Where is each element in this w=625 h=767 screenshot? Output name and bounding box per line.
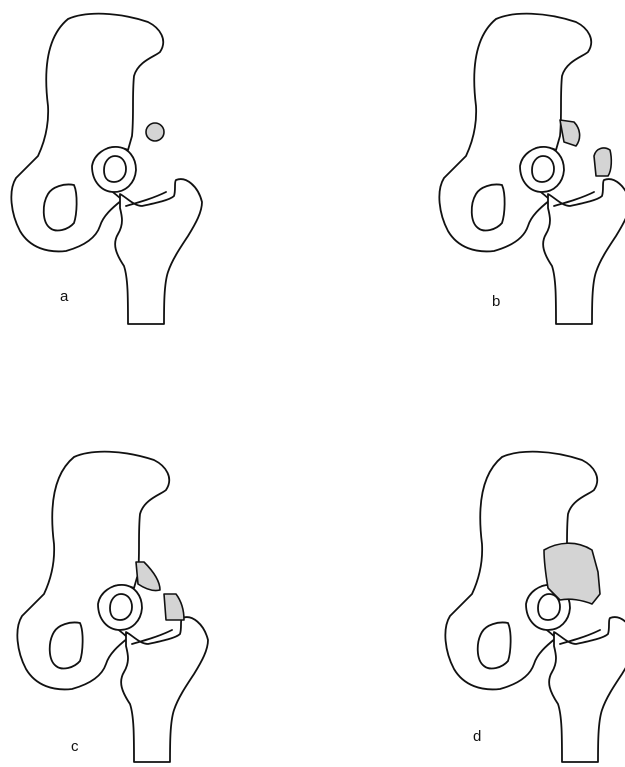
panel-label-b: b xyxy=(492,294,500,309)
panel-label-d: d xyxy=(473,729,481,744)
panel-label-a: a xyxy=(60,289,68,304)
panel-c-ossification-upper xyxy=(136,562,160,591)
panel-b-ossification-lower xyxy=(594,148,611,176)
panel-b-ossification-upper xyxy=(560,120,580,146)
panel-a-hip xyxy=(11,14,202,324)
panel-d-hip xyxy=(445,452,625,762)
panel-label-c: c xyxy=(71,739,79,754)
panel-b-hip xyxy=(439,14,625,324)
panel-c-ossification-lower xyxy=(164,594,184,620)
panel-a-ossification-center xyxy=(146,123,164,141)
panel-c-hip xyxy=(17,452,208,762)
